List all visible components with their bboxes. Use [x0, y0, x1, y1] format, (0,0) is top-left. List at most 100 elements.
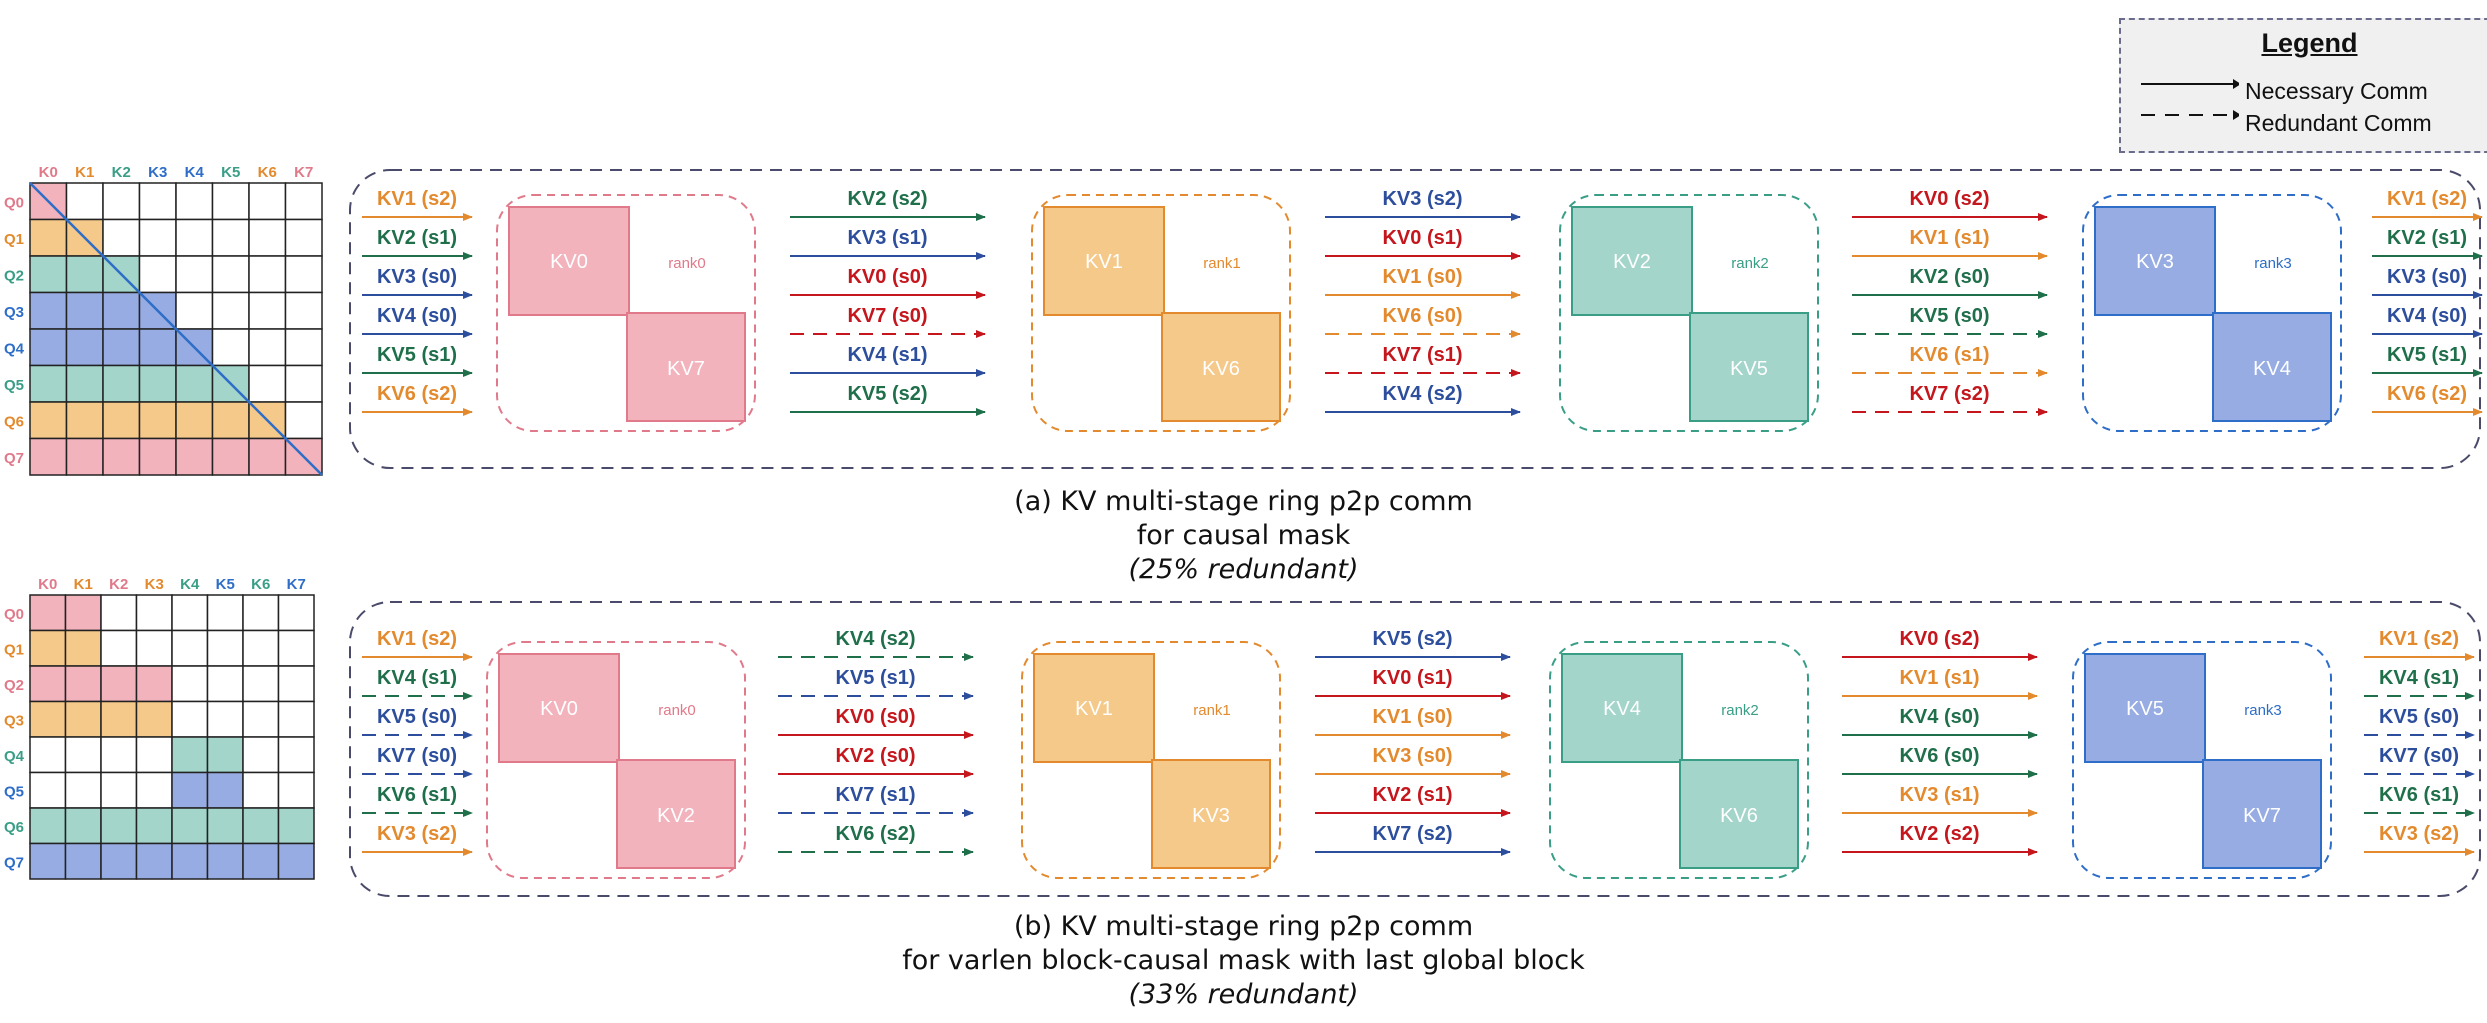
legend-box: Legend Necessary Comm Redundant Comm: [2119, 18, 2487, 153]
kv-block-label: KV3: [1192, 805, 1230, 827]
caption-a-line2: for causal mask: [1136, 520, 1351, 551]
comm-label: KV4 (s1): [2379, 667, 2459, 689]
comm-label: KV2 (s2): [1899, 823, 1979, 845]
kv-block: [2202, 759, 2322, 869]
comm-label: KV1 (s2): [377, 628, 457, 650]
comm-label: KV4 (s1): [377, 667, 457, 689]
grid-cell: [29, 218, 68, 257]
comm-label: KV2 (s1): [2387, 227, 2467, 249]
grid-cell: [175, 255, 214, 294]
grid-cell: [171, 736, 209, 774]
grid-cell: [171, 771, 209, 809]
grid-cell: [102, 401, 141, 440]
grid-cell: [284, 255, 323, 294]
rank-label: rank1: [1203, 255, 1241, 272]
grid-cell: [65, 182, 104, 221]
comm-label: KV6 (s1): [2379, 784, 2459, 806]
grid-cell: [171, 594, 209, 632]
grid-cell: [135, 665, 173, 703]
grid-col-label: K0: [39, 164, 58, 181]
rank-label: rank0: [668, 255, 706, 272]
comm-label: KV1 (s2): [2379, 628, 2459, 650]
comm-label: KV7 (s2): [1909, 383, 1989, 405]
grid-cell: [29, 807, 67, 845]
legend-title: Legend: [2261, 28, 2358, 58]
grid-cell: [211, 437, 250, 476]
kv-block-label: KV4: [1603, 698, 1641, 720]
kv-block-label: KV2: [1613, 251, 1651, 273]
comm-label: KV4 (s1): [847, 344, 927, 366]
comm-label: KV0 (s1): [1382, 227, 1462, 249]
grid-cell: [284, 364, 323, 403]
grid-cell: [206, 594, 244, 632]
grid-cell: [102, 218, 141, 257]
comm-label: KV6 (s2): [377, 383, 457, 405]
rank-label: rank1: [1193, 702, 1231, 719]
grid-cell: [211, 328, 250, 367]
kv-block-label: KV5: [1730, 358, 1768, 380]
grid-cell: [29, 364, 68, 403]
comm-label: KV3 (s1): [847, 227, 927, 249]
grid-col-label: K2: [109, 576, 128, 593]
grid-row-label: Q2: [4, 677, 24, 694]
rank-label: rank2: [1731, 255, 1769, 272]
grid-cell: [138, 182, 177, 221]
grid-cell: [284, 291, 323, 330]
legend-redundant-label: Redundant Comm: [2245, 110, 2432, 136]
comm-label: KV3 (s2): [377, 823, 457, 845]
grid-cell: [29, 665, 67, 703]
grid-cell: [29, 771, 67, 809]
grid-cell: [211, 255, 250, 294]
rank-box: [1031, 194, 1291, 432]
grid-cell: [242, 842, 280, 880]
grid-row-label: Q7: [4, 450, 24, 467]
rank-label: rank3: [2254, 255, 2292, 272]
grid-cell: [64, 665, 102, 703]
comm-label: KV2 (s2): [847, 188, 927, 210]
grid-row-label: Q4: [4, 748, 25, 765]
grid-cell: [29, 255, 68, 294]
grid-cell: [248, 364, 287, 403]
comm-label: KV3 (s2): [2379, 823, 2459, 845]
kv-block: [1571, 206, 1693, 316]
grid-cell: [175, 291, 214, 330]
grid-cell: [29, 842, 67, 880]
kv-block-label: KV4: [2253, 358, 2291, 380]
grid-cell: [102, 182, 141, 221]
grid-cell: [29, 437, 68, 476]
grid-row-label: Q0: [4, 194, 24, 211]
grid-cell: [29, 291, 68, 330]
comm-label: KV0 (s0): [847, 266, 927, 288]
grid-cell: [175, 364, 214, 403]
kv-block-label: KV6: [1202, 358, 1240, 380]
grid-cell: [206, 665, 244, 703]
grid-cell: [277, 842, 315, 880]
kv-block-label: KV0: [540, 698, 578, 720]
grid-cell: [102, 291, 141, 330]
kv-block: [1043, 206, 1165, 316]
grid-col-label: K3: [145, 576, 164, 593]
kv-block-label: KV0: [550, 251, 588, 273]
rank-label: rank0: [658, 702, 696, 719]
grid-cell: [138, 255, 177, 294]
grid-cell: [175, 218, 214, 257]
grid-cell: [64, 771, 102, 809]
comm-label: KV7 (s1): [835, 784, 915, 806]
grid-cell: [64, 736, 102, 774]
grid-col-label: K4: [180, 576, 200, 593]
grid-cell: [211, 182, 250, 221]
grid-cell: [100, 736, 138, 774]
grid-cell: [135, 736, 173, 774]
grid-cell: [206, 842, 244, 880]
kv-block: [508, 206, 630, 316]
comm-label: KV6 (s2): [2387, 383, 2467, 405]
kv-block: [1151, 759, 1271, 869]
grid-cell: [100, 700, 138, 738]
comm-label: KV4 (s2): [835, 628, 915, 650]
grid-cell: [211, 291, 250, 330]
kv-block: [1561, 653, 1683, 763]
grid-cell: [175, 182, 214, 221]
comm-label: KV3 (s2): [1382, 188, 1462, 210]
comm-label: KV2 (s1): [377, 227, 457, 249]
comm-label: KV5 (s1): [835, 667, 915, 689]
